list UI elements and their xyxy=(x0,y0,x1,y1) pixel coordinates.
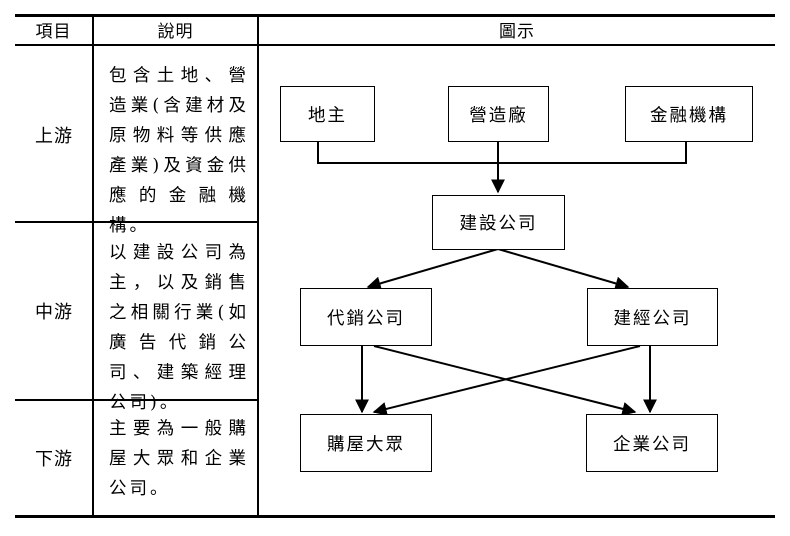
table-top-border xyxy=(15,14,775,17)
node-corporate-companies: 企業公司 xyxy=(586,414,718,472)
header-item: 項目 xyxy=(35,22,72,42)
node-construction-manager: 建經公司 xyxy=(587,288,718,346)
node-landowner: 地主 xyxy=(280,86,375,142)
node-home-buyers: 購屋大眾 xyxy=(300,414,432,472)
arrow-manager-to-buyers xyxy=(372,345,641,416)
connector-upstream-merge xyxy=(317,140,687,164)
description-downstream: 主要為一般購屋大眾和企業公司。 xyxy=(109,419,249,499)
row-divider-upstream xyxy=(15,221,259,223)
column-divider-2 xyxy=(257,14,259,518)
description-midstream: 以建設公司為主，以及銷售之相關行業(如廣告代銷公司、建築經理公司)。 xyxy=(109,243,249,413)
header-figure: 圖示 xyxy=(499,22,535,42)
stage-upstream: 上游 xyxy=(35,126,73,147)
row-divider-midstream xyxy=(15,399,259,401)
stage-downstream: 下游 xyxy=(35,449,73,470)
arrow-to-construction-manager xyxy=(497,248,630,291)
node-financial-institution: 金融機構 xyxy=(625,86,753,142)
industry-chain-table: 項目 說明 圖示 上游 中游 下游 包含土地、營造業(含建材及原物料等供應產業)… xyxy=(15,14,775,518)
column-divider-1 xyxy=(92,14,94,518)
description-upstream: 包含土地、營造業(含建材及原物料等供應產業)及資金供應的金融機構。 xyxy=(109,66,249,236)
table-bottom-border xyxy=(15,515,775,518)
header-bottom-rule xyxy=(15,44,775,46)
node-sales-agency: 代銷公司 xyxy=(300,288,432,346)
stage-midstream: 中游 xyxy=(35,302,73,323)
node-construction-company: 建設公司 xyxy=(432,195,565,250)
arrow-to-sales-agency xyxy=(366,248,499,291)
header-description: 說明 xyxy=(157,22,194,42)
node-construction-factory: 營造廠 xyxy=(448,86,549,142)
